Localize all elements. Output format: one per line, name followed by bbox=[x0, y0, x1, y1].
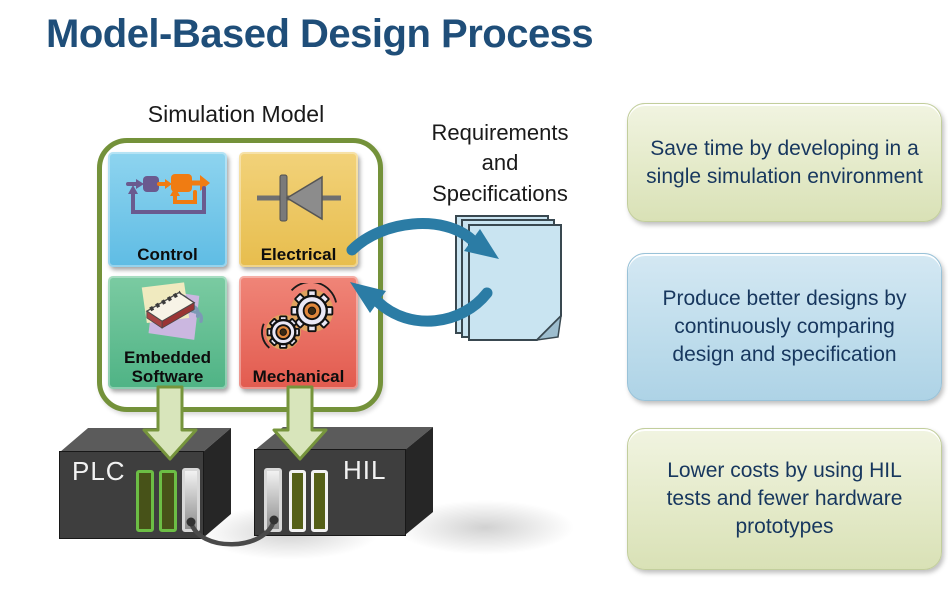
tile-control-label: Control bbox=[137, 244, 198, 264]
tile-embedded-software: Embedded Software bbox=[108, 276, 227, 389]
tile-control: Control bbox=[108, 152, 227, 267]
chip-icon bbox=[108, 276, 227, 348]
tile-mechanical-label: Mechanical bbox=[252, 366, 345, 386]
hil-connector-slot bbox=[264, 468, 282, 532]
diode-icon bbox=[239, 152, 358, 245]
plc-connector-slot bbox=[182, 468, 200, 532]
plc-label: PLC bbox=[72, 456, 126, 486]
callout-better-designs: Produce better designs by continuously c… bbox=[627, 253, 942, 401]
hil-slot-2 bbox=[289, 470, 306, 532]
requirements-documents-icon bbox=[455, 215, 563, 342]
requirements-label: Requirements and Specifications bbox=[403, 118, 597, 209]
page-title: Model-Based Design Process bbox=[46, 12, 594, 56]
plc-slot-2 bbox=[159, 470, 177, 532]
tile-electrical: Electrical bbox=[239, 152, 358, 267]
hil-slot-3 bbox=[311, 470, 328, 532]
simulation-model-label: Simulation Model bbox=[147, 101, 325, 127]
tile-mechanical: Mechanical bbox=[239, 276, 358, 389]
plc-slot-1 bbox=[136, 470, 154, 532]
hil-box-top-face bbox=[255, 427, 433, 450]
control-loop-icon bbox=[108, 152, 227, 245]
requirements-line2: and bbox=[481, 150, 519, 176]
gears-icon bbox=[239, 276, 358, 367]
plc-box-top-face bbox=[60, 428, 231, 452]
callout-lower-costs: Lower costs by using HIL tests and fewer… bbox=[627, 428, 942, 570]
tile-embedded-software-label: Embedded Software bbox=[124, 347, 211, 386]
requirements-line1: Requirements bbox=[431, 120, 569, 145]
plc-box-front-face bbox=[59, 451, 204, 539]
arrow-specs-to-model bbox=[372, 287, 493, 327]
hil-label: HIL bbox=[343, 455, 387, 485]
tile-electrical-label: Electrical bbox=[260, 244, 337, 264]
callout-save-time: Save time by developing in a single simu… bbox=[627, 103, 942, 222]
requirements-line3: Specifications bbox=[432, 180, 568, 206]
